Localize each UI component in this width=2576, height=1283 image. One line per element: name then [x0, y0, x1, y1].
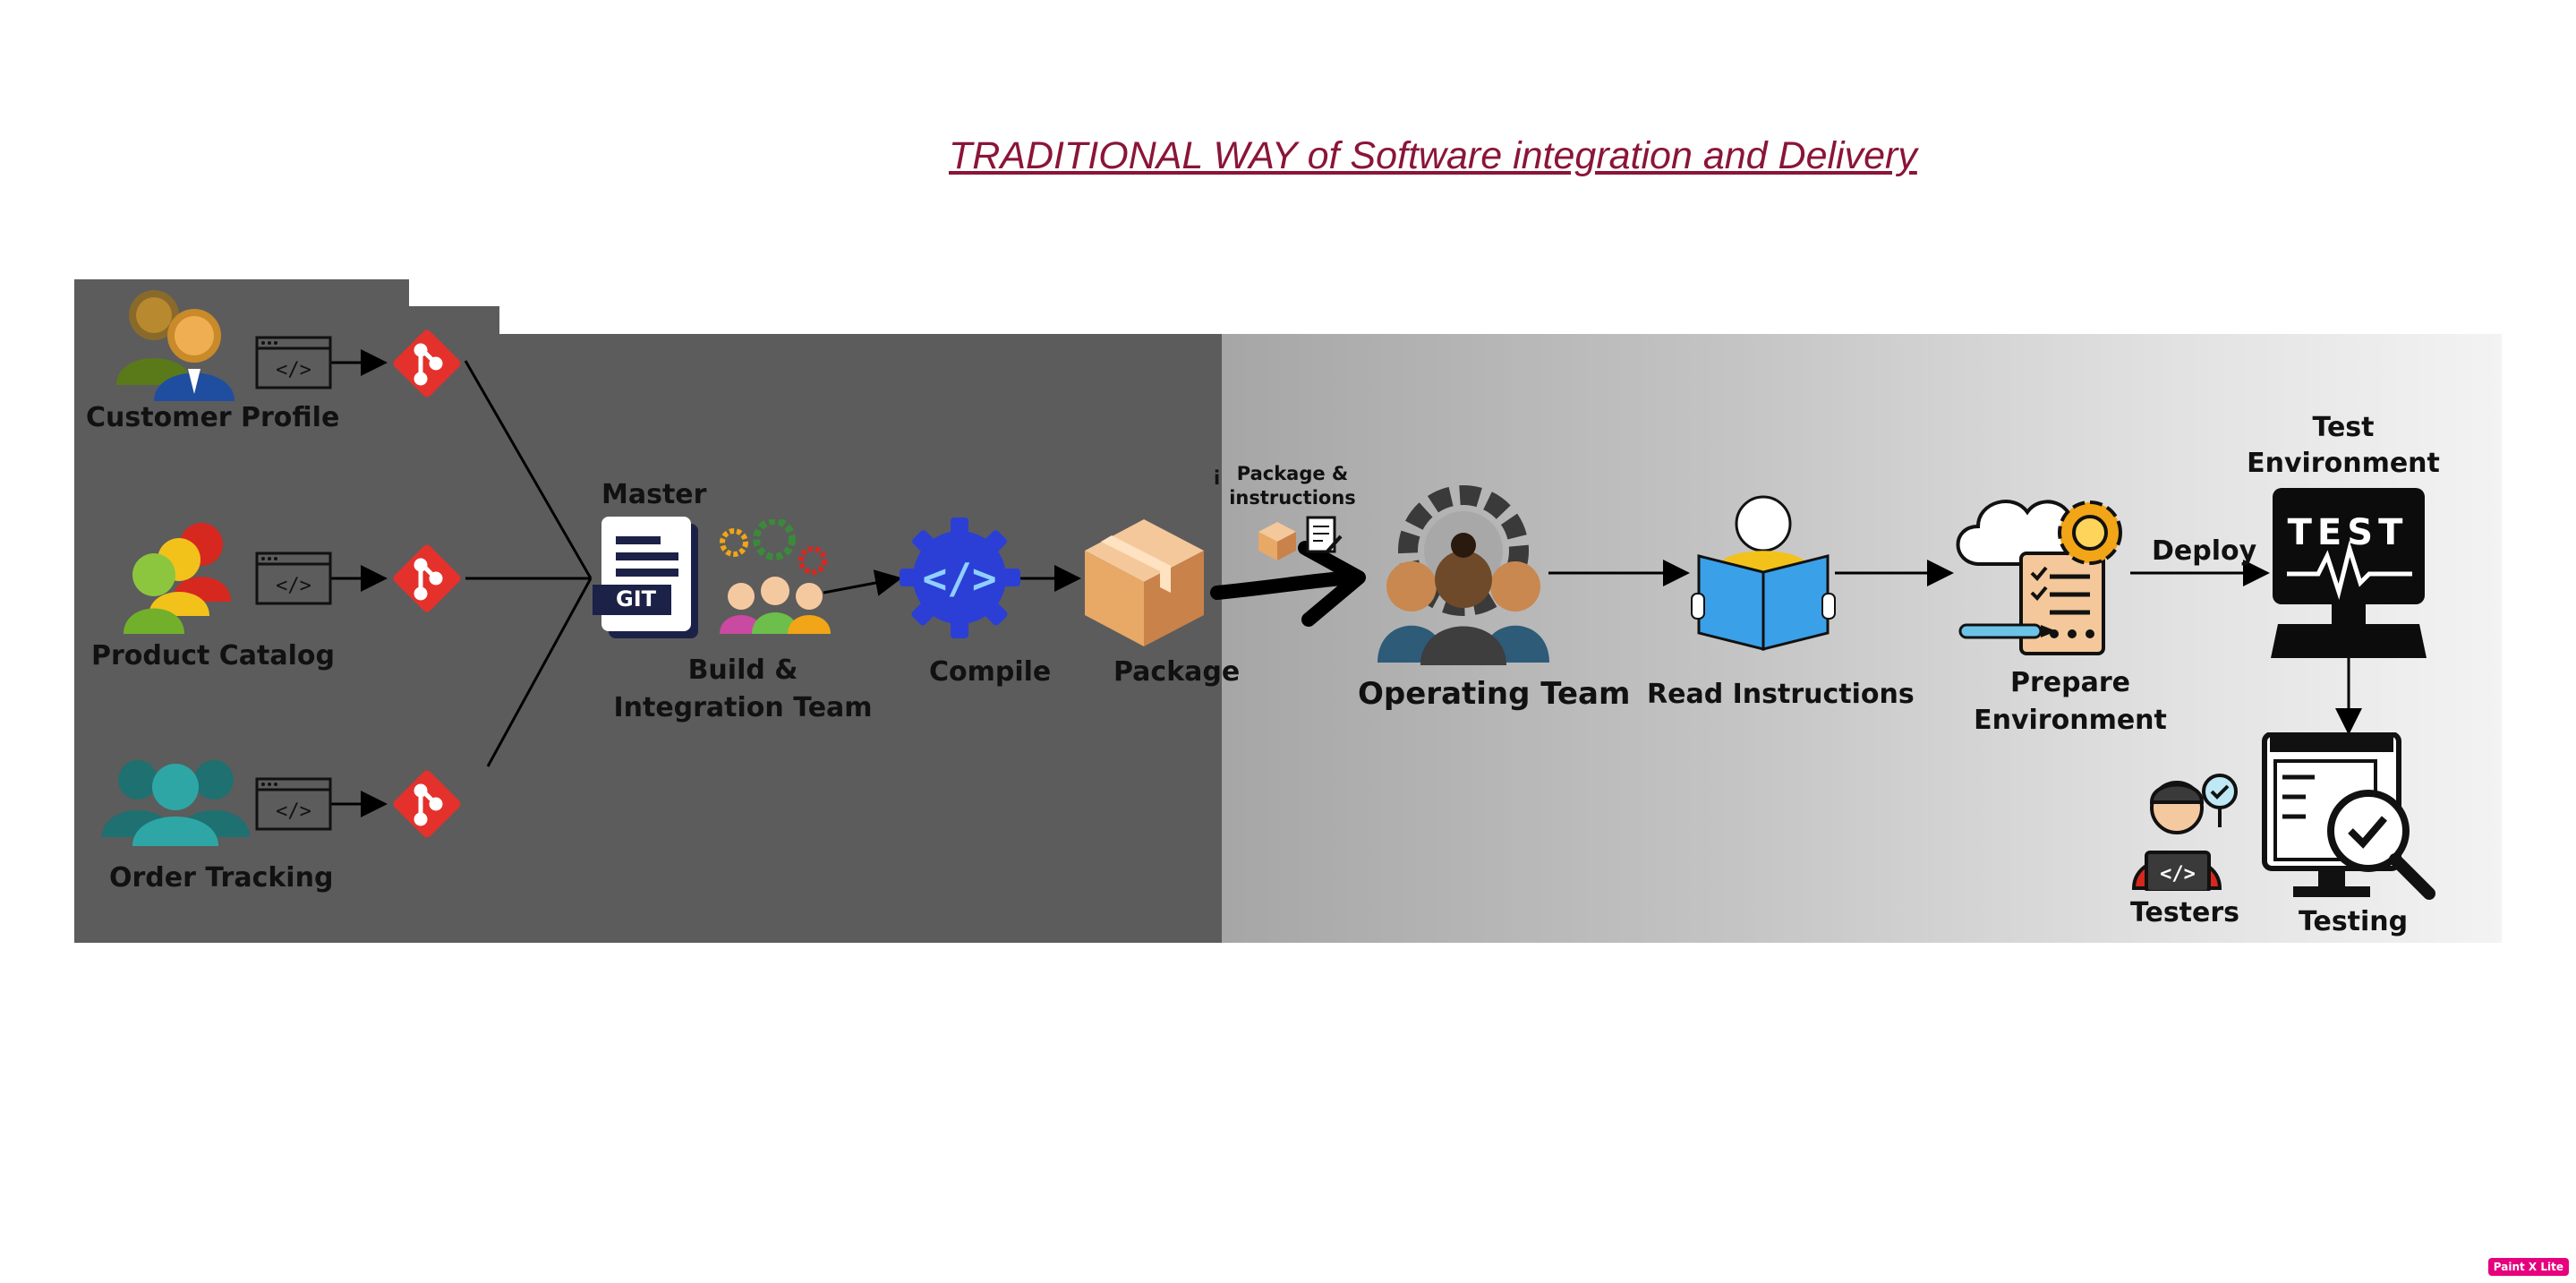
svg-text:</>: </> — [276, 359, 311, 381]
product-catalog-users-icon — [124, 523, 231, 634]
read-instructions-label: Read Instructions — [1647, 679, 1915, 710]
git-repository-document-icon — [593, 517, 698, 638]
operating-team-label: Operating Team — [1358, 676, 1631, 712]
git-label: GIT — [616, 586, 656, 612]
module-label-customer-profile: Customer Profile — [86, 402, 340, 433]
prepare-environment-label: Prepare Environment — [1974, 667, 2167, 736]
test-screen-text: TEST — [2287, 512, 2409, 553]
module-label-product-catalog: Product Catalog — [91, 640, 336, 671]
package-instructions-label: Package & instructions — [1229, 463, 1356, 509]
testing-magnifier-icon — [2262, 732, 2435, 900]
arrow-team-to-compile — [823, 569, 902, 596]
test-environment-monitor-icon — [2271, 488, 2427, 658]
read-instructions-book-icon — [1691, 495, 1836, 651]
package-box-icon — [1085, 519, 1204, 646]
svg-text:</>: </> — [2160, 863, 2196, 885]
svg-text:</>: </> — [922, 554, 996, 603]
dark-panel-top-tab — [74, 279, 409, 306]
merge-line-1 — [464, 360, 593, 579]
master-label: Master — [601, 479, 707, 510]
testing-label: Testing — [2299, 906, 2409, 937]
test-environment-label: Test Environment — [2247, 412, 2440, 479]
prepare-environment-icon — [1956, 500, 2122, 655]
svg-text:</>: </> — [276, 575, 311, 597]
customer-profile-users-icon — [116, 290, 235, 401]
operating-team-icon — [1378, 485, 1549, 665]
small-package-icon — [1258, 522, 1296, 560]
compile-gear-code-icon: </> — [900, 517, 1020, 638]
testers-developer-icon: </> — [2131, 774, 2238, 891]
git-logo-icon-1 — [393, 329, 461, 398]
code-window-icon-1: </> — [255, 336, 332, 389]
paint-x-lite-watermark: Paint X Lite — [2487, 1258, 2569, 1276]
module-label-order-tracking: Order Tracking — [109, 862, 334, 894]
build-team-label: Build & Integration Team — [613, 654, 873, 723]
build-integration-team-icon — [720, 519, 831, 634]
order-tracking-users-icon — [102, 760, 250, 846]
instructions-checklist-icon — [1306, 516, 1343, 554]
stray-label: i — [1214, 467, 1221, 489]
handoff-arrow-head — [1298, 541, 1366, 627]
merge-line-3 — [486, 577, 593, 767]
svg-text:</>: </> — [276, 800, 311, 823]
deploy-label: Deploy — [2152, 535, 2257, 567]
compile-label: Compile — [929, 656, 1052, 688]
code-window-icon-2: </> — [255, 552, 332, 605]
handoff-arrow — [1210, 570, 1359, 600]
git-logo-icon-3 — [393, 770, 461, 838]
diagram-title: TRADITIONAL WAY of Software integration … — [949, 134, 1917, 177]
git-logo-icon-2 — [393, 544, 461, 612]
code-window-icon-3: </> — [255, 777, 332, 831]
testers-label: Testers — [2130, 897, 2240, 928]
package-label: Package — [1113, 656, 1241, 688]
